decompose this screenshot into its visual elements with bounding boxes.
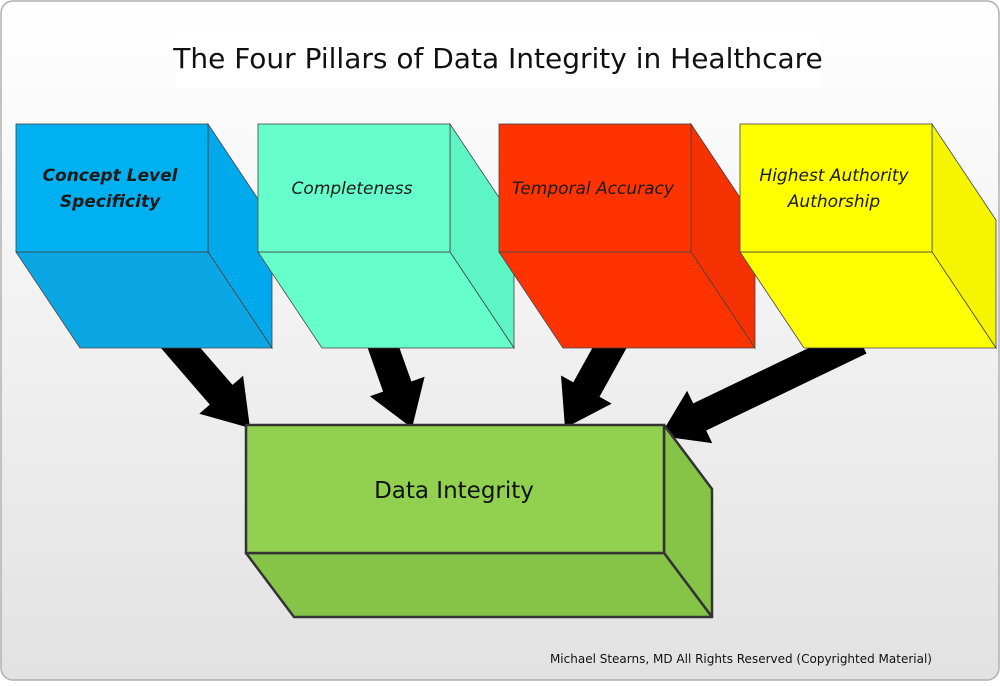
pillar-front-face <box>498 123 692 253</box>
target-layer: Data Integrity <box>244 423 714 619</box>
pillar-front-face <box>15 123 209 253</box>
target-bottom-face <box>244 551 714 619</box>
target-box-data-integrity: Data Integrity <box>244 423 714 619</box>
pillar-label-line: Authorship <box>787 192 881 212</box>
arrow-2 <box>365 333 425 428</box>
pillar-completeness: Completeness <box>257 122 515 350</box>
pillar-label-line: Concept Level <box>43 166 179 186</box>
pillar-label-line: Specificity <box>60 192 161 212</box>
copyright-footer: Michael Stearns, MD All Rights Reserved … <box>550 652 932 666</box>
pillar-label-line: Completeness <box>292 179 413 199</box>
pillar-front-face <box>739 123 933 253</box>
target-front-face <box>244 423 666 555</box>
title-box <box>176 30 820 88</box>
pillar-front-face <box>257 123 451 253</box>
pillar-temporal-accuracy: Temporal Accuracy <box>498 122 756 350</box>
arrow-4 <box>660 326 867 444</box>
arrows-layer <box>160 326 867 444</box>
target-label: Data Integrity <box>374 478 534 504</box>
arrow-3 <box>561 330 629 428</box>
pillar-label-line: Highest Authority <box>759 166 909 186</box>
pillar-label-line: Temporal Accuracy <box>512 179 675 199</box>
arrow-1 <box>160 328 250 428</box>
page-title: The Four Pillars of Data Integrity in He… <box>172 42 823 75</box>
